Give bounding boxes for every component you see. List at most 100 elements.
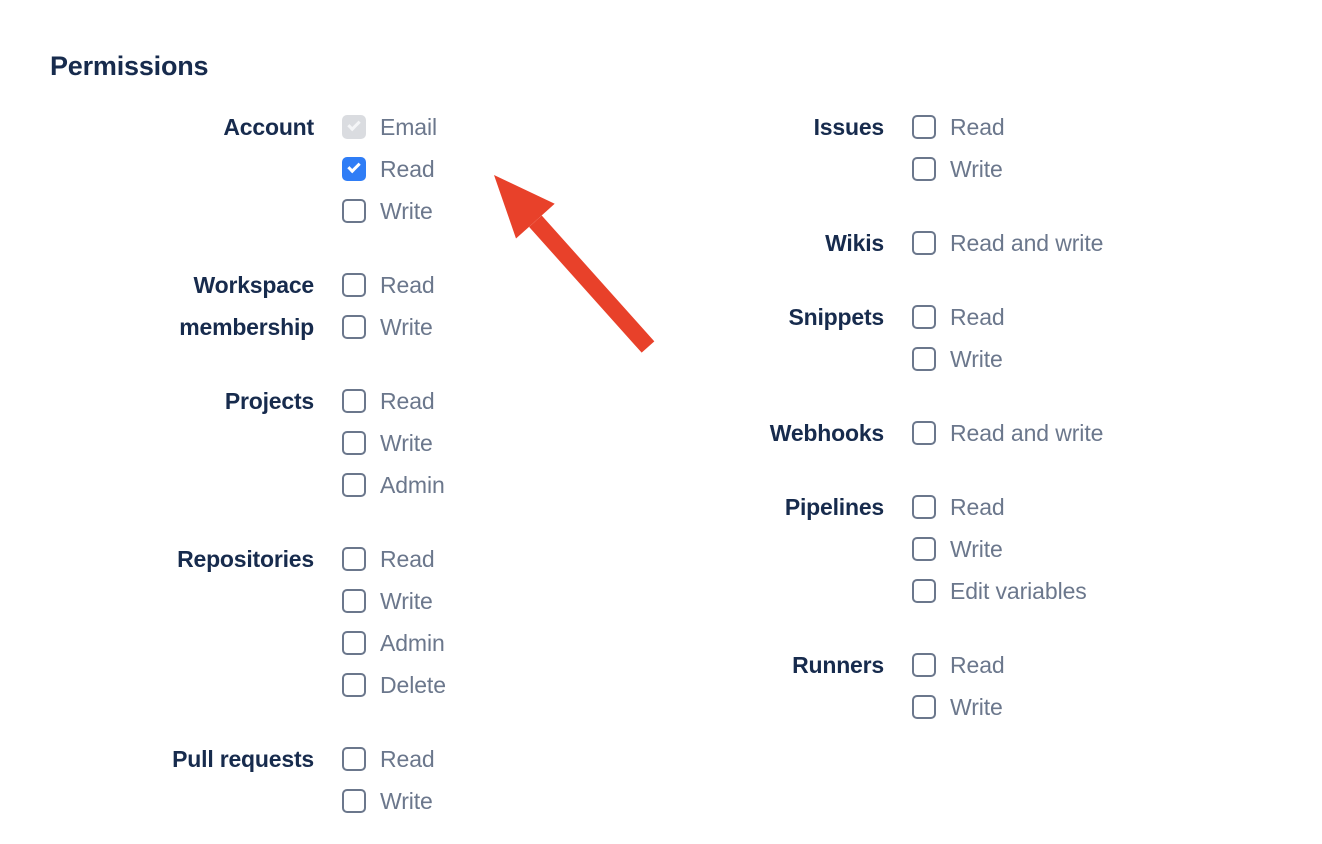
permission-option-row[interactable]: Read	[912, 296, 1240, 338]
permission-option-row[interactable]: Read	[342, 148, 580, 190]
permission-option-label: Write	[380, 198, 433, 224]
permission-option-label: Read and write	[950, 420, 1104, 446]
permission-option-row[interactable]: Edit variables	[912, 570, 1240, 612]
permission-option-row[interactable]: Write	[912, 338, 1240, 380]
permission-option-label: Read	[380, 156, 435, 182]
checkbox-read[interactable]	[912, 653, 936, 677]
checkbox-write[interactable]	[912, 695, 936, 719]
permission-group-label: Issues	[813, 114, 885, 140]
permission-option-row[interactable]: Write	[342, 580, 580, 622]
permission-option-label: Read	[380, 272, 435, 298]
permission-option-label: Read	[950, 304, 1005, 330]
checkbox-read[interactable]	[342, 747, 366, 771]
permission-option-row[interactable]: Write	[912, 148, 1240, 190]
checkbox-read-and-write[interactable]	[912, 231, 936, 255]
permission-option-row[interactable]: Read and write	[912, 222, 1240, 264]
permission-group-label: Workspace membership	[179, 272, 314, 340]
permission-group-label: Pipelines	[784, 494, 884, 520]
checkbox-write[interactable]	[912, 157, 936, 181]
permission-option-row[interactable]: Read and write	[912, 412, 1240, 454]
permission-option-row[interactable]: Read	[912, 644, 1240, 686]
checkbox-read[interactable]	[912, 115, 936, 139]
check-icon	[347, 159, 361, 174]
checkbox-edit-variables[interactable]	[912, 579, 936, 603]
permission-option-label: Delete	[380, 672, 446, 698]
checkbox-admin[interactable]	[342, 473, 366, 497]
permission-group-label: Repositories	[177, 546, 314, 572]
permission-option-label: Read	[380, 746, 435, 772]
permission-option-row[interactable]: Admin	[342, 622, 580, 664]
permission-option-label: Read	[380, 546, 435, 572]
checkbox-write[interactable]	[342, 589, 366, 613]
permission-option-row[interactable]: Write	[342, 190, 580, 232]
permission-option-label: Read	[950, 114, 1005, 140]
checkbox-read[interactable]	[912, 305, 936, 329]
permission-option-row[interactable]: Write	[342, 306, 580, 348]
permission-option-row[interactable]: Read	[342, 264, 580, 306]
checkbox-read[interactable]	[342, 389, 366, 413]
checkbox-read-and-write[interactable]	[912, 421, 936, 445]
checkbox-write[interactable]	[912, 537, 936, 561]
permission-group: Wikis Read and write	[640, 222, 1240, 264]
permission-group: Webhooks Read and write	[640, 412, 1240, 454]
permission-group-label: Wikis	[825, 230, 884, 256]
permission-option-label: Read and write	[950, 230, 1104, 256]
permission-option-row[interactable]: Write	[912, 686, 1240, 728]
permission-option-label: Admin	[380, 630, 445, 656]
checkbox-write[interactable]	[342, 431, 366, 455]
permission-option-row[interactable]: Delete	[342, 664, 580, 706]
checkbox-write[interactable]	[912, 347, 936, 371]
permission-group-label: Projects	[224, 388, 314, 414]
permission-option-row[interactable]: Email	[342, 106, 580, 148]
checkbox-read[interactable]	[342, 157, 366, 181]
checkbox-read[interactable]	[342, 273, 366, 297]
permission-group-label: Snippets	[788, 304, 884, 330]
checkbox-write[interactable]	[342, 315, 366, 339]
permission-option-row[interactable]: Write	[342, 780, 580, 822]
permission-group-label: Webhooks	[769, 420, 884, 446]
checkbox-write[interactable]	[342, 199, 366, 223]
permission-option-row[interactable]: Write	[342, 422, 580, 464]
permission-option-row[interactable]: Admin	[342, 464, 580, 506]
permission-option-label: Read	[950, 494, 1005, 520]
permission-option-label: Email	[380, 114, 438, 140]
checkbox-admin[interactable]	[342, 631, 366, 655]
checkbox-read[interactable]	[912, 495, 936, 519]
checkbox-email	[342, 115, 366, 139]
permission-option-label: Write	[950, 536, 1003, 562]
permission-option-row[interactable]: Read	[342, 380, 580, 422]
checkbox-delete[interactable]	[342, 673, 366, 697]
permission-group-label: Pull requests	[172, 746, 314, 772]
permission-option-row[interactable]: Read	[912, 486, 1240, 528]
checkbox-write[interactable]	[342, 789, 366, 813]
permission-option-label: Write	[950, 346, 1003, 372]
permission-option-label: Write	[380, 788, 433, 814]
permission-option-label: Admin	[380, 472, 445, 498]
check-icon	[347, 117, 361, 132]
permission-option-row[interactable]: Write	[912, 528, 1240, 570]
permission-option-row[interactable]: Read	[342, 738, 580, 780]
permission-option-row[interactable]: Read	[912, 106, 1240, 148]
checkbox-read[interactable]	[342, 547, 366, 571]
permission-option-row[interactable]: Read	[342, 538, 580, 580]
permission-option-list: Read and write	[912, 222, 1240, 264]
permission-group-label: Account	[223, 114, 314, 140]
page-title: Permissions	[50, 51, 209, 81]
